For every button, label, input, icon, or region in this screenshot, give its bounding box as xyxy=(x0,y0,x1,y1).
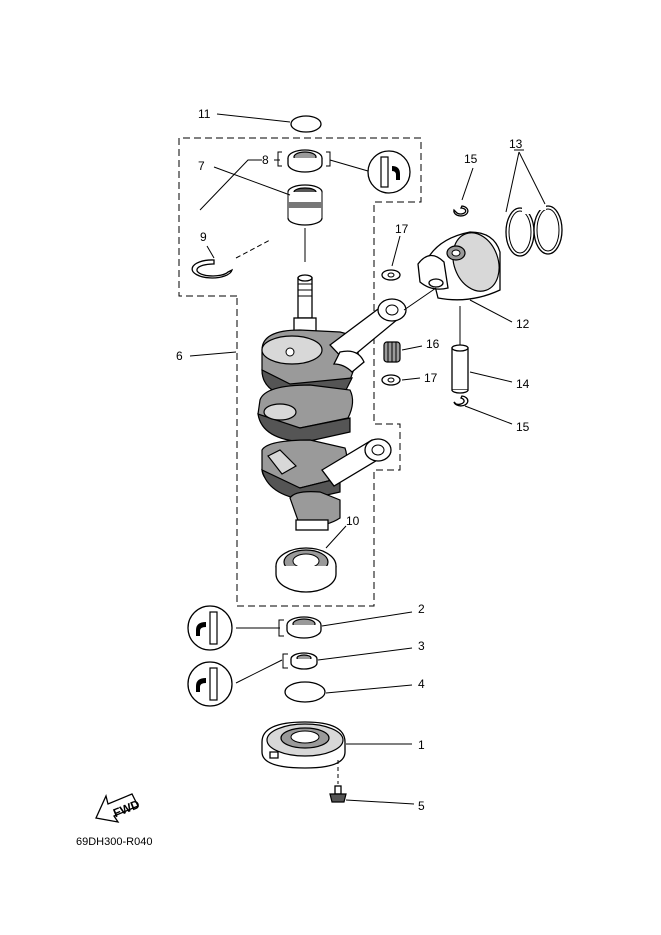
callout-16: 16 xyxy=(426,337,440,351)
callout-5: 5 xyxy=(418,799,425,813)
grease-point-icon xyxy=(187,605,233,651)
crankshaft-ball-bearing xyxy=(275,547,337,593)
small-oil-seal xyxy=(290,652,318,670)
diagram-code: 69DH300-R040 xyxy=(76,836,152,848)
piston-rings xyxy=(505,200,563,257)
callout-7: 7 xyxy=(198,159,205,173)
callout-17-upper: 17 xyxy=(395,222,409,236)
callout-6: 6 xyxy=(176,349,183,363)
callout-11: 11 xyxy=(198,107,211,121)
o-ring-top xyxy=(290,115,322,133)
callout-14: 14 xyxy=(516,377,530,391)
bolt xyxy=(329,760,347,803)
callout-9: 9 xyxy=(200,230,207,244)
fwd-arrow-icon: FWD xyxy=(95,793,142,823)
callout-12: 12 xyxy=(516,317,530,331)
oil-seal-upper xyxy=(287,149,323,173)
connecting-rod-lower xyxy=(321,438,392,487)
small-end-needle-bearing xyxy=(383,341,401,363)
piston-pin-clip-upper xyxy=(453,205,469,217)
callout-15-upper: 15 xyxy=(464,152,478,166)
piston-pin xyxy=(451,344,469,394)
o-ring xyxy=(284,681,326,703)
crankshaft xyxy=(257,274,359,531)
circlip-9 xyxy=(191,259,233,279)
grease-point-icon xyxy=(367,150,411,194)
connecting-rod-upper xyxy=(329,298,407,373)
callout-17-lower: 17 xyxy=(424,371,438,385)
grease-point-icon xyxy=(187,661,233,707)
callout-13: 13 xyxy=(509,137,523,151)
callout-10: 10 xyxy=(346,514,360,528)
piston xyxy=(417,231,501,301)
callout-15-lower: 15 xyxy=(516,420,530,434)
piston-pin-clip-lower xyxy=(453,395,469,407)
oil-seal-housing xyxy=(261,721,346,769)
oil-seal xyxy=(286,616,322,639)
callout-3: 3 xyxy=(418,639,425,653)
callout-4: 4 xyxy=(418,677,425,691)
callout-8: 8 xyxy=(262,153,269,167)
crankshaft-assembly-outline xyxy=(178,137,422,607)
callout-2: 2 xyxy=(418,602,425,616)
needle-bearing xyxy=(287,184,323,226)
callout-1: 1 xyxy=(418,738,425,752)
